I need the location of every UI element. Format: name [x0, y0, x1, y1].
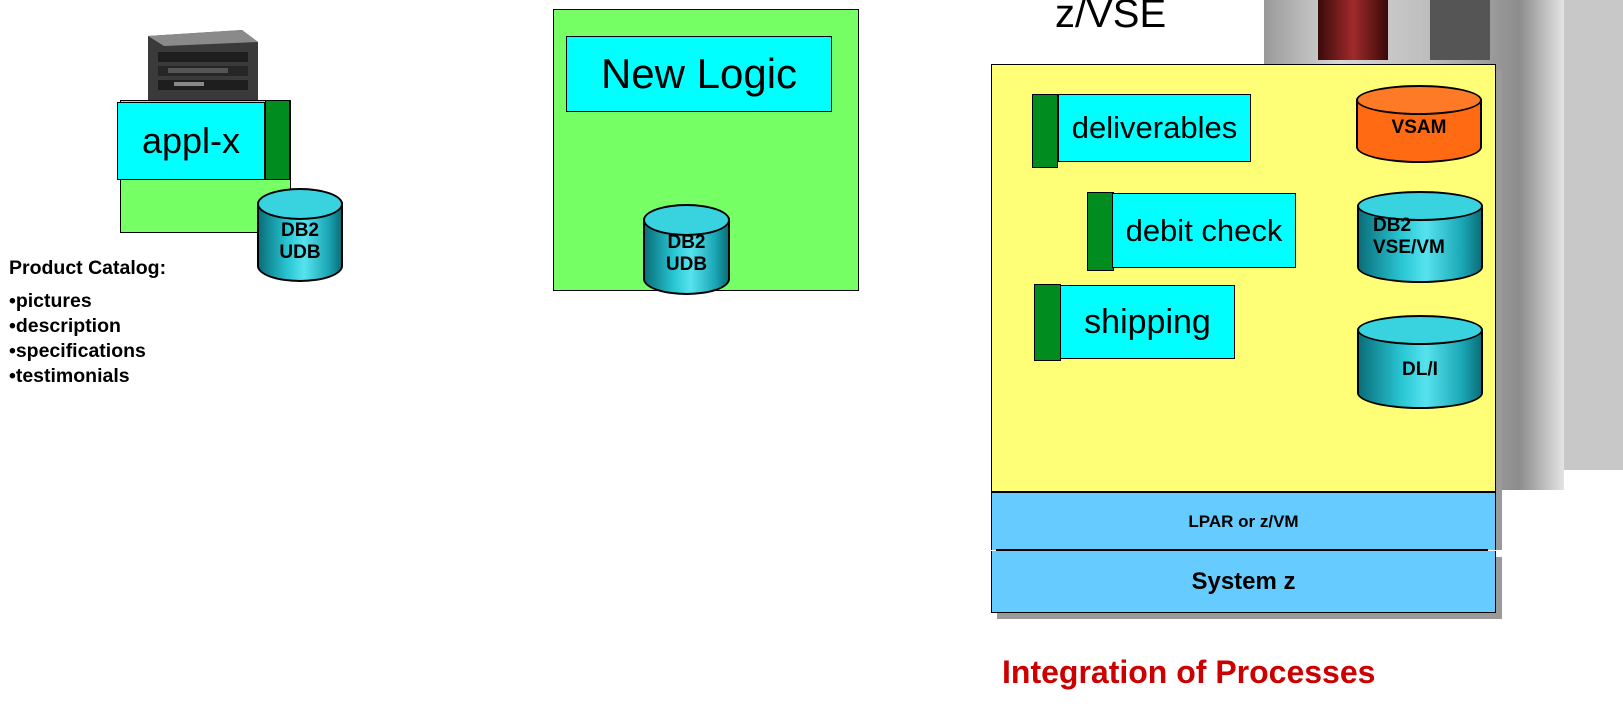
shipping-tab — [1034, 284, 1061, 361]
deliverables-app-box[interactable]: deliverables — [1058, 94, 1251, 162]
catalog-item-description: •description — [9, 315, 121, 337]
db2-vse-vm-label: DB2 VSE/VM — [1373, 215, 1445, 258]
product-catalog-title: Product Catalog: — [9, 257, 167, 279]
new-logic-label: New Logic — [600, 50, 798, 97]
deliverables-label: deliverables — [1071, 110, 1238, 145]
vsam-cylinder: VSAM — [1356, 85, 1482, 163]
system-z-layer: System z — [991, 551, 1496, 613]
new-logic-app-box[interactable]: New Logic — [566, 36, 832, 112]
appl-x-label: appl-x — [141, 120, 241, 161]
vsam-label: VSAM — [1391, 117, 1447, 138]
zvse-title: z/VSE — [1055, 0, 1167, 36]
lpar-zvm-label: LPAR or z/VM — [1188, 511, 1299, 531]
catalog-item-specifications: •specifications — [9, 340, 146, 362]
shipping-app-box[interactable]: shipping — [1060, 285, 1235, 359]
db2-udb-left-label: DB2 UDB — [279, 220, 321, 263]
db2-udb-middle-cylinder: DB2 UDB — [643, 204, 730, 295]
debit-check-label: debit check — [1125, 212, 1283, 248]
system-z-label: System z — [1191, 567, 1296, 595]
product-catalog-list: •pictures •description •specifications •… — [9, 289, 146, 389]
catalog-item-pictures: •pictures — [9, 290, 92, 312]
lpar-zvm-layer: LPAR or z/VM — [991, 492, 1496, 550]
catalog-item-testimonials: •testimonials — [9, 365, 130, 387]
db2-udb-middle-label: DB2 UDB — [665, 232, 708, 275]
debit-check-app-box[interactable]: debit check — [1112, 193, 1296, 268]
deliverables-tab — [1032, 94, 1058, 168]
shipping-label: shipping — [1084, 302, 1211, 341]
dl-i-cylinder: DL/I — [1357, 315, 1483, 409]
db2-udb-left-cylinder: DB2 UDB — [257, 188, 343, 282]
server-tower-icon — [134, 28, 266, 102]
appl-x-tab — [265, 100, 290, 180]
debit-check-tab — [1087, 192, 1114, 271]
dl-i-label: DL/I — [1402, 359, 1438, 380]
appl-x-app-box[interactable]: appl-x — [117, 102, 265, 180]
db2-vse-vm-cylinder: DB2 VSE/VM — [1357, 191, 1483, 283]
diagram-caption: Integration of Processes — [1002, 654, 1376, 690]
layer-divider — [996, 549, 1488, 551]
